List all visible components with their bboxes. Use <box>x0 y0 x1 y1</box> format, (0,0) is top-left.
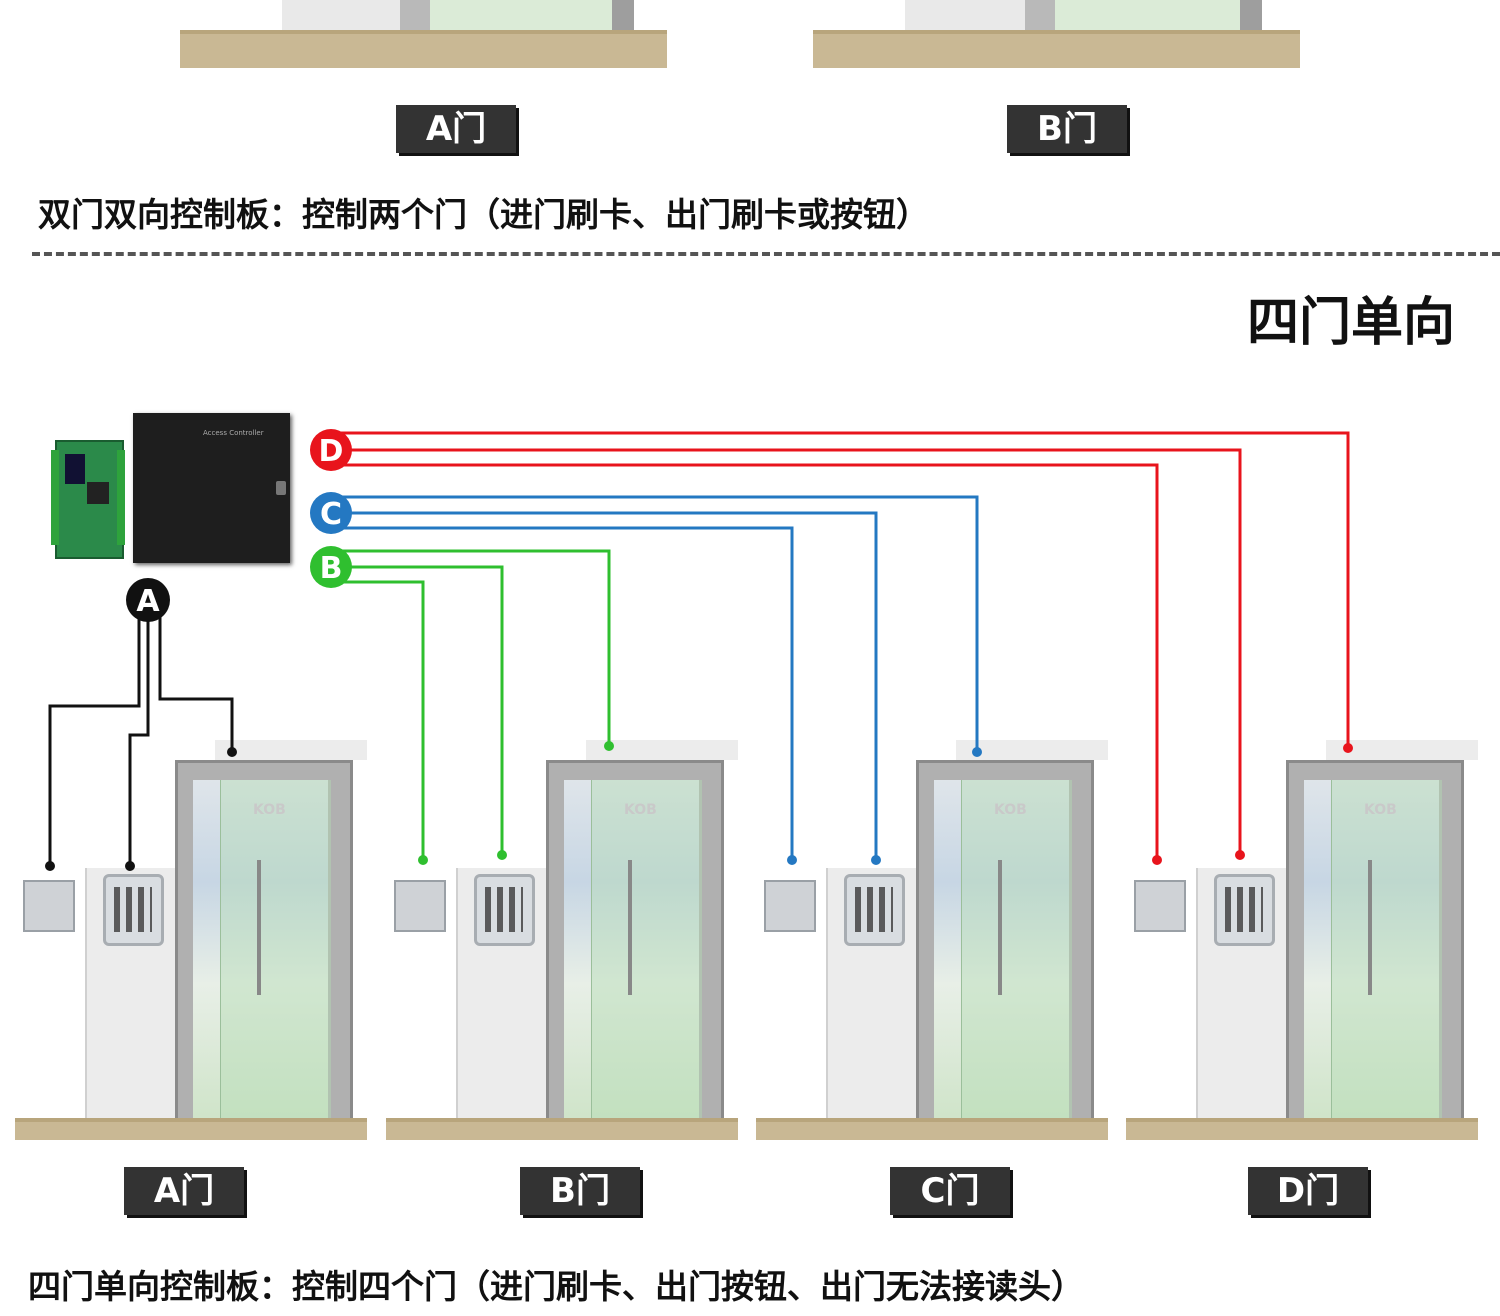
wire-d-2 <box>330 450 1240 855</box>
wire-c-2 <box>330 513 876 860</box>
bottom-caption: 四门单向控制板：控制四个门（进门刷卡、出门按钮、出门无法接读头） <box>28 1260 1084 1308</box>
bottom-door-label: A门 <box>124 1167 244 1215</box>
wire-a-1 <box>50 615 139 866</box>
wire-end-d1 <box>1343 743 1353 753</box>
wire-end-c1 <box>972 747 982 757</box>
wire-end-a3 <box>227 747 237 757</box>
wire-end-c2 <box>871 855 881 865</box>
badge-c-letter: C <box>320 497 342 532</box>
wire-end-b1 <box>604 741 614 751</box>
bottom-door-label: B门 <box>520 1167 640 1215</box>
bottom-door-label: C门 <box>890 1167 1010 1215</box>
badge-a-letter: A <box>136 584 160 619</box>
bottom-door-label: D门 <box>1248 1167 1368 1215</box>
wire-b-2 <box>330 567 502 855</box>
wire-d-1 <box>330 433 1348 748</box>
wire-end-d2 <box>1235 850 1245 860</box>
wire-end-d3 <box>1152 855 1162 865</box>
wire-end-b3 <box>418 855 428 865</box>
wire-c-3 <box>330 528 792 860</box>
wire-b-3 <box>330 582 423 860</box>
wire-end-c3 <box>787 855 797 865</box>
wire-c-1 <box>330 497 977 752</box>
badge-b-letter: B <box>320 551 343 586</box>
wire-d-3 <box>330 465 1157 860</box>
badge-d-letter: D <box>319 434 344 469</box>
wire-a-3 <box>160 615 232 752</box>
wire-end-a2 <box>125 861 135 871</box>
wire-end-b2 <box>497 850 507 860</box>
wire-end-a1 <box>45 861 55 871</box>
wire-b-1 <box>330 551 609 746</box>
